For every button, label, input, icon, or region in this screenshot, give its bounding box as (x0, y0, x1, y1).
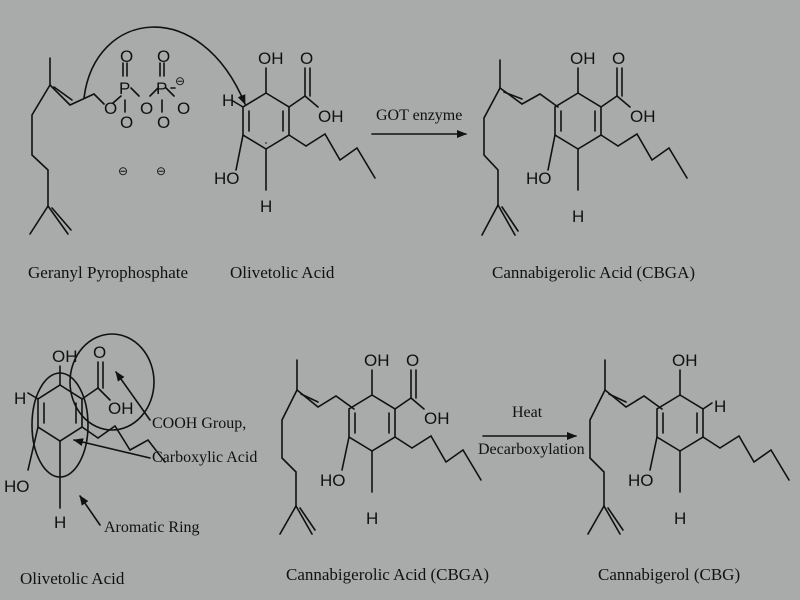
phosphorus-atom: P (119, 79, 130, 98)
oxygen-atom: O (177, 99, 190, 118)
oxygen-atom: O (612, 49, 625, 68)
negative-charge-icon: ⊖ (118, 164, 128, 178)
cbga-label-bottom: Cannabigerolic Acid (CBGA) (286, 565, 489, 584)
oxygen-atom: O (157, 47, 170, 66)
hydroxyl-label: OH (52, 347, 78, 366)
heat-label: Heat (512, 404, 543, 421)
oxygen-atom: O (406, 351, 419, 370)
cbga-structure-bottom: OH O OH HO H (279, 351, 482, 535)
got-enzyme-label: GOT enzyme (376, 107, 462, 124)
ho-label: HO (526, 169, 552, 188)
ho-label: HO (628, 471, 654, 490)
cbg-structure: OH H HO H (587, 351, 790, 535)
cooh-callout-line2: Carboxylic Acid (152, 449, 257, 466)
got-enzyme-arrow: GOT enzyme (371, 107, 467, 138)
hydrogen-atom: H (366, 509, 378, 528)
hydroxyl-label: OH (672, 351, 698, 370)
aromatic-ring-callout: Aromatic Ring (104, 519, 200, 536)
cbga-label-top: Cannabigerolic Acid (CBGA) (492, 263, 695, 282)
ho-label: HO (320, 471, 346, 490)
oxygen-atom: O (93, 343, 106, 362)
hydroxyl-label: OH (108, 399, 134, 418)
decarboxylation-arrow: Heat Decarboxylation (478, 404, 585, 458)
cbga-structure-top: OH O OH HO H (481, 49, 688, 236)
hydrogen-atom: H (222, 91, 234, 110)
olivetolic-acid-label-bottom: Olivetolic Acid (20, 569, 125, 588)
hydroxyl-label: OH (630, 107, 656, 126)
oxygen-atom: O (157, 113, 170, 132)
geranyl-pyrophosphate-label: Geranyl Pyrophosphate (28, 263, 188, 282)
cbg-label: Cannabigerol (CBG) (598, 565, 740, 584)
olivetolic-acid-label: Olivetolic Acid (230, 263, 335, 282)
hydrogen-atom: H (260, 197, 272, 216)
geranyl-pyrophosphate-structure: O P O O O P O O O ⊖ ⊖ ⊖ (29, 26, 246, 235)
annotated-olivetolic-acid-structure: OH O OH H HO H COOH Group, Carboxylic Ac… (4, 333, 257, 536)
oxygen-atom: O (120, 113, 133, 132)
ho-label: HO (214, 169, 240, 188)
ho-label: HO (4, 477, 30, 496)
hydrogen-atom: H (572, 207, 584, 226)
hydrogen-atom: H (674, 509, 686, 528)
hydroxyl-label: OH (424, 409, 450, 428)
cooh-callout-line1: COOH Group, (152, 415, 246, 432)
hydrogen-atom: H (714, 397, 726, 416)
negative-charge-icon: ⊖ (175, 74, 185, 88)
hydroxyl-label: OH (570, 49, 596, 68)
phosphorus-atom: P (156, 79, 167, 98)
negative-charge-icon: ⊖ (156, 164, 166, 178)
oxygen-atom: O (140, 99, 153, 118)
hydrogen-atom: H (14, 389, 26, 408)
decarboxylation-label: Decarboxylation (478, 441, 585, 458)
olivetolic-acid-structure: OH O OH H HO H (214, 49, 376, 216)
hydroxyl-label: OH (258, 49, 284, 68)
oxygen-atom: O (300, 49, 313, 68)
hydroxyl-label: OH (364, 351, 390, 370)
oxygen-atom: O (120, 47, 133, 66)
hydrogen-atom: H (54, 513, 66, 532)
hydroxyl-label: OH (318, 107, 344, 126)
oxygen-atom: O (104, 99, 117, 118)
